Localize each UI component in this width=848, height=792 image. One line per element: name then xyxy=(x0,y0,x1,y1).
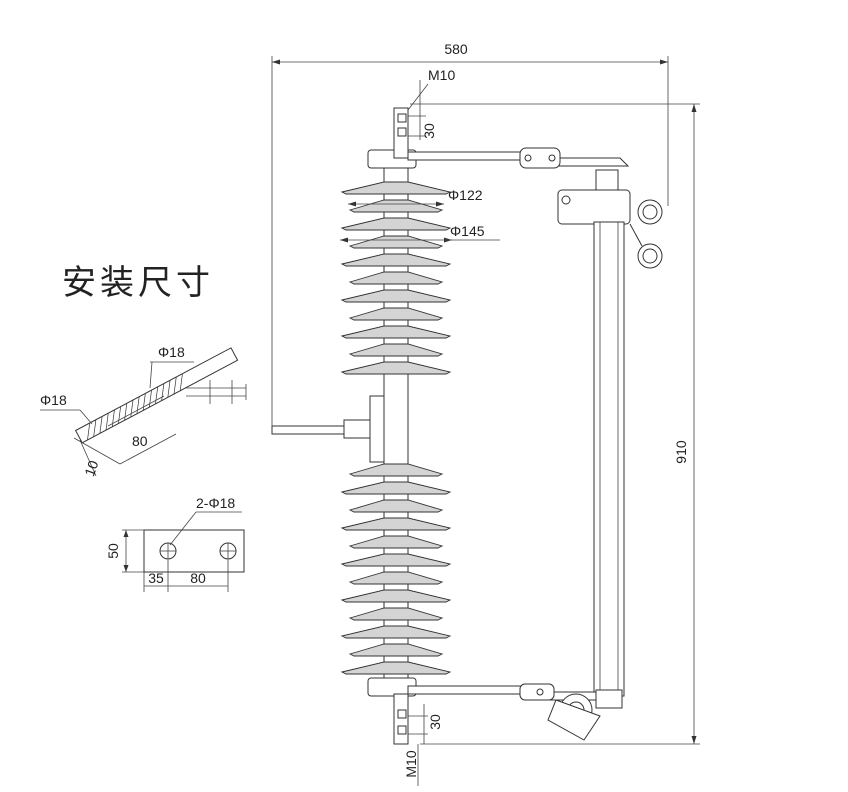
bracket-top-hole-label: Φ18 xyxy=(158,344,185,360)
insulator-shed xyxy=(340,253,452,267)
bracket-hatch-line xyxy=(179,373,183,391)
insulator-shed xyxy=(340,289,452,303)
bracket-hatch-line xyxy=(87,422,91,441)
bracket-detail: Φ18 Φ18 80 10 xyxy=(40,344,247,478)
top-terminal: 30 M10 xyxy=(393,67,455,159)
insulator-shed xyxy=(340,661,452,675)
overall-height-dimension: 910 xyxy=(410,103,700,745)
insulator-shed xyxy=(340,325,452,339)
bracket-hatch-line xyxy=(111,409,115,427)
bracket-left-hole-label: Φ18 xyxy=(40,392,67,408)
insulator-shed xyxy=(348,607,444,621)
bracket-hatch-line xyxy=(167,380,171,398)
drawing-title: 安装尺寸 xyxy=(62,263,214,303)
insulator-shed xyxy=(348,199,444,213)
bottom-bolt-label: M10 xyxy=(403,750,419,777)
bottom-terminal: 30 M10 xyxy=(393,693,443,786)
insulator-shed xyxy=(340,589,452,603)
bracket-hatch-line xyxy=(173,376,177,395)
insulator-shed xyxy=(348,271,444,285)
bracket-hatch-line xyxy=(155,386,159,404)
plate-holes-label: 2-Φ18 xyxy=(196,495,235,511)
insulator-shed xyxy=(348,235,444,249)
insulator-body xyxy=(340,149,452,697)
plate-detail: 2-Φ18 50 35 80 xyxy=(105,495,245,592)
insulator-shed xyxy=(340,481,452,495)
insulator-shed xyxy=(348,463,444,477)
bracket-hatch-line xyxy=(142,393,146,411)
lower-contact-assembly xyxy=(407,683,623,741)
fuse-tube xyxy=(593,221,625,697)
top-bolt-spacing-label: 30 xyxy=(421,123,437,139)
plate-edge-offset-label: 35 xyxy=(148,570,164,586)
insulator-shed xyxy=(340,217,452,231)
insulator-shed xyxy=(340,181,452,195)
insulator-shed xyxy=(348,307,444,321)
bottom-bolt-spacing-label: 30 xyxy=(427,714,443,730)
insulator-shed xyxy=(340,625,452,639)
upper-contact-assembly xyxy=(407,147,663,269)
insulator-shed xyxy=(348,499,444,513)
insulator-shed xyxy=(348,343,444,357)
overall-width-label: 580 xyxy=(444,41,468,57)
insulator-shed xyxy=(348,535,444,549)
insulator-shed xyxy=(340,361,452,375)
bracket-hatch-line xyxy=(148,390,152,408)
small-shed-diameter-label: Φ122 xyxy=(448,187,483,203)
bracket-hatch-line xyxy=(136,396,140,414)
bracket-hatch-line xyxy=(130,399,134,418)
insulator-shed xyxy=(340,553,452,567)
bracket-hatch-line xyxy=(161,383,165,401)
bracket-thickness-label: 10 xyxy=(81,458,101,478)
bracket-hatch-line xyxy=(93,419,97,437)
bracket-hatch-line xyxy=(105,413,109,431)
plate-hole-spacing-label: 80 xyxy=(190,570,206,586)
insulator-shed xyxy=(340,517,452,531)
plate-height-label: 50 xyxy=(105,543,121,559)
bracket-hatch-line xyxy=(118,406,121,424)
insulator-shed xyxy=(348,643,444,657)
bracket-length-label: 80 xyxy=(132,433,148,449)
insulator-sheds xyxy=(340,181,452,675)
overall-height-label: 910 xyxy=(673,440,689,464)
top-bolt-label: M10 xyxy=(428,67,455,83)
large-shed-diameter-label: Φ145 xyxy=(450,223,485,239)
bracket-hatch-line xyxy=(99,416,103,434)
shed-diameter-dimensions: Φ122 Φ145 xyxy=(340,187,500,243)
insulator-shed xyxy=(348,571,444,585)
bracket-hatch-line xyxy=(124,403,128,421)
overall-width-dimension: 580 xyxy=(271,41,669,432)
